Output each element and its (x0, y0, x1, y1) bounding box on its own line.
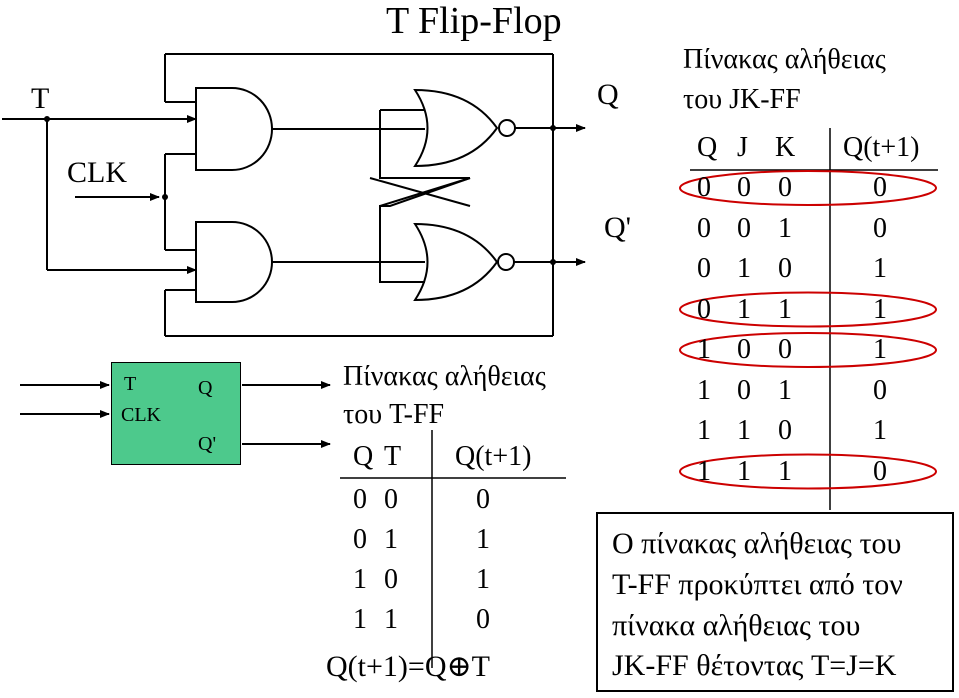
tff-cell: 0 (384, 564, 398, 595)
tff-cell: 1 (384, 524, 398, 555)
jk-cell: 0 (737, 212, 751, 244)
jk-cell: 0 (697, 172, 711, 203)
jk-cell: 0 (697, 293, 711, 325)
tff-cell: 1 (353, 564, 367, 595)
t-input-label: T (31, 82, 50, 115)
tff-table-title-2: του T-FF (343, 399, 445, 430)
jk-table-title-2: του JK-FF (683, 84, 801, 115)
circuit-title: T Flip-Flop (386, 0, 562, 42)
tff-table-title-1: Πίνακας αλήθειας (343, 361, 546, 392)
jk-cell: 0 (873, 212, 887, 244)
jk-highlight-ellipse (679, 291, 937, 328)
tff-cell: 0 (476, 484, 490, 515)
jk-cell: 1 (737, 253, 751, 284)
note-line-2: T-FF προκύπτει από τον (612, 568, 903, 601)
tff-equation: Q(t+1)=Q⊕T (326, 650, 490, 683)
tff-cell: 0 (476, 604, 490, 635)
jk-header-qt1: Q(t+1) (843, 132, 920, 163)
jk-cell: 0 (697, 253, 711, 284)
jk-cell: 0 (737, 172, 751, 203)
jk-cell: 0 (778, 172, 792, 203)
jk-cell: 0 (778, 334, 792, 365)
and-gate-bottom (195, 221, 273, 303)
tff-cell: 1 (476, 524, 490, 555)
and-gate-top (195, 87, 273, 171)
jk-cell: 1 (778, 212, 792, 244)
jk-cell: 1 (697, 374, 711, 406)
jk-cell: 1 (697, 334, 711, 365)
block-t-label: T (124, 373, 137, 395)
note-line-4: JK-FF θέτοντας T=J=K (612, 649, 897, 682)
jk-cell: 1 (873, 253, 887, 284)
jk-header-k: K (775, 132, 796, 163)
tff-header-t: T (384, 441, 402, 472)
tff-header-qt1: Q(t+1) (455, 441, 532, 472)
nor-bottom-bubble (497, 253, 515, 271)
jk-cell: 1 (778, 293, 792, 325)
tff-cell: 0 (384, 484, 398, 515)
jk-highlight-ellipse (679, 332, 937, 368)
block-qn-label: Q' (198, 433, 217, 455)
tff-cell: 0 (353, 484, 367, 515)
jk-cell: 1 (737, 415, 751, 446)
jk-cell: 1 (873, 293, 887, 325)
q-output-label: Q (597, 78, 619, 111)
jk-cell: 0 (697, 212, 711, 244)
jk-highlight-ellipse (679, 170, 937, 206)
block-clk-label: CLK (121, 404, 161, 426)
jk-header-j: J (737, 132, 748, 163)
note-box: Ο πίνακας αλήθειας του T-FF προκύπτει απ… (596, 512, 954, 692)
jk-cell: 0 (737, 374, 751, 406)
jk-table-title-1: Πίνακας αλήθειας (683, 44, 886, 75)
jk-cell: 1 (697, 455, 711, 487)
tff-cell: 1 (476, 564, 490, 595)
jk-cell: 0 (873, 455, 887, 487)
tff-cell: 1 (384, 604, 398, 635)
qn-output-label: Q' (604, 211, 632, 244)
jk-cell: 0 (737, 334, 751, 365)
note-line-3: πίνακα αλήθειας του (612, 609, 861, 642)
jk-cell: 1 (873, 334, 887, 365)
nor-gate-top (413, 88, 499, 168)
jk-cell: 1 (873, 415, 887, 446)
jk-cell: 0 (778, 415, 792, 446)
note-line-1: Ο πίνακας αλήθειας του (612, 527, 902, 560)
block-q-label: Q (198, 377, 213, 399)
jk-header-q: Q (697, 132, 718, 163)
jk-cell: 1 (778, 374, 792, 406)
jk-cell: 0 (873, 374, 887, 406)
jk-cell: 0 (873, 172, 887, 203)
jk-highlight-ellipse (679, 453, 937, 490)
jk-cell: 1 (737, 293, 751, 325)
jk-cell: 1 (778, 455, 792, 487)
jk-cell: 1 (697, 415, 711, 446)
tff-block (111, 362, 241, 465)
tff-cell: 1 (353, 604, 367, 635)
nor-top-bubble (498, 119, 516, 137)
nor-gate-bottom (413, 222, 499, 302)
jk-cell: 0 (778, 253, 792, 284)
tff-header-q: Q (353, 441, 374, 472)
clk-input-label: CLK (67, 156, 127, 189)
tff-cell: 0 (353, 524, 367, 555)
jk-cell: 1 (737, 455, 751, 487)
